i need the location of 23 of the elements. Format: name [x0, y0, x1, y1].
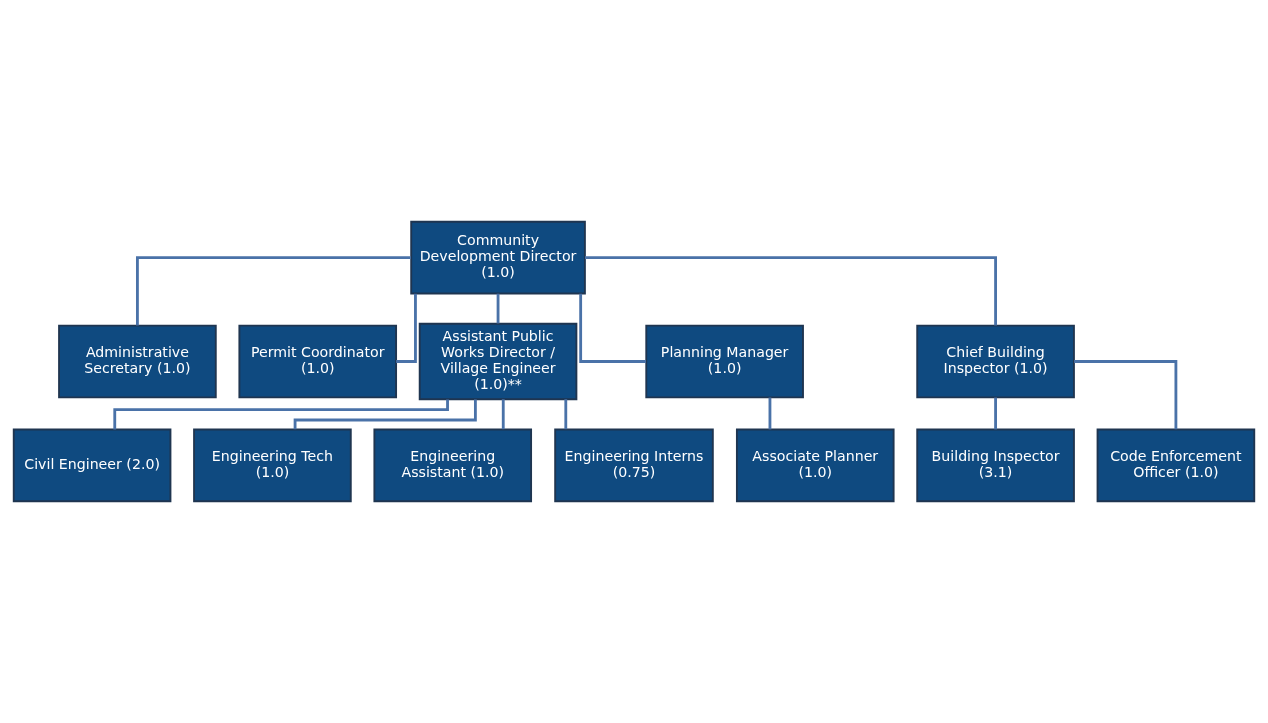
node-box: Planning Manager (1.0) — [645, 324, 804, 399]
node-box: Building Inspector (3.1) — [916, 428, 1075, 503]
connector — [564, 399, 568, 430]
node-box: Assistant Public Works Director / Village Engineer (1.0)** — [418, 322, 578, 401]
node-box: Administrative Secretary (1.0) — [58, 324, 217, 399]
connector — [501, 399, 505, 430]
connector — [293, 399, 477, 430]
connector — [579, 293, 646, 363]
node-box: Civil Engineer (2.0) — [12, 428, 172, 503]
connector — [136, 256, 411, 326]
connector — [496, 293, 500, 324]
node-box: Engineering Assistant (1.0) — [373, 428, 533, 503]
connector — [768, 397, 772, 430]
node-box: Engineering Tech (1.0) — [193, 428, 352, 503]
connector — [994, 397, 997, 430]
node-box: Associate Planner (1.0) — [735, 428, 895, 503]
node-box: Code Enforcement Officer (1.0) — [1096, 428, 1256, 503]
node-box: Chief Building Inspector (1.0) — [916, 324, 1075, 399]
connector — [585, 256, 997, 326]
node-box: Community Development Director (1.0) — [410, 220, 586, 295]
node-box: Engineering Interns (0.75) — [554, 428, 714, 503]
connector — [1074, 360, 1178, 430]
node-box: Permit Coordinator (1.0) — [238, 324, 398, 399]
